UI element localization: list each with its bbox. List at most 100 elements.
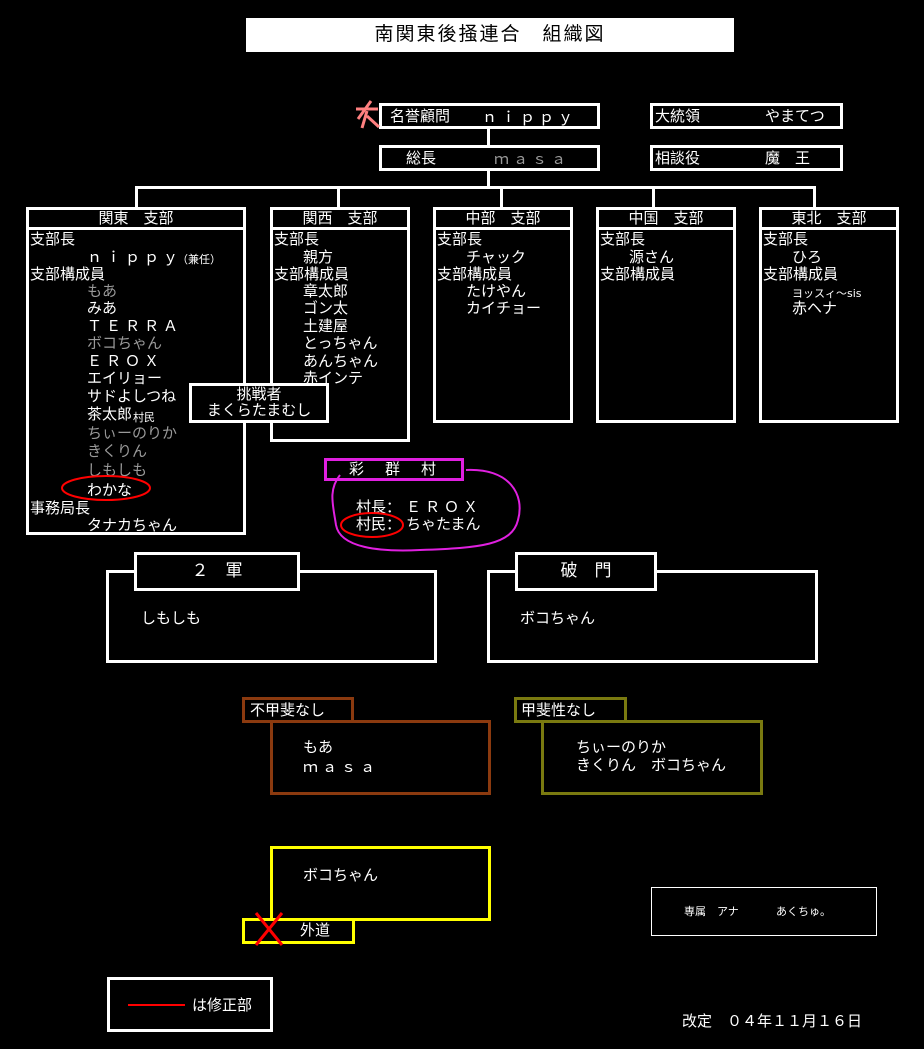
chugoku-leader-label: 支部長 <box>600 230 646 248</box>
honorary-name: ｎｉｐｐｙ <box>482 108 578 126</box>
kansai-member: とっちゃん <box>303 334 378 352</box>
tohoku-members-label: 支部構成員 <box>763 265 839 283</box>
legend-red-line <box>128 1004 185 1006</box>
tohoku-leader: ひろ <box>792 248 823 266</box>
hamon-member: ボコちゃん <box>520 609 596 627</box>
advisor-label: 相談役 <box>655 149 701 167</box>
fukaihi-member: ｍａｓａ <box>303 758 380 776</box>
chubu-leader: チャック <box>466 248 526 266</box>
kansai-leader: 親方 <box>303 248 334 266</box>
village-resident-label: 村民： <box>356 515 402 533</box>
kanto-member-note: 村民 <box>133 411 155 424</box>
correction-mark-icon <box>356 100 381 129</box>
connector <box>337 186 340 207</box>
chubu-members-label: 支部構成員 <box>437 265 513 283</box>
kanto-member: ボコちゃん <box>87 334 163 352</box>
kanto-office: タナカちゃん <box>87 516 178 534</box>
president-label: 大統領 <box>655 107 701 125</box>
chief-box: 総長 ｍａｓａ <box>379 145 600 171</box>
president-name: やまてつ <box>765 107 825 125</box>
chief-label: 総長 <box>406 149 437 167</box>
kanto-office-label: 事務局長 <box>30 499 91 517</box>
kansai-member: 土建屋 <box>303 317 349 335</box>
village-header: 彩 群 村 <box>324 458 464 481</box>
connector <box>487 171 490 188</box>
fukaihi-header: 不甲斐なし <box>242 697 354 723</box>
kanto-member: みあ <box>87 299 118 317</box>
kanto-member: 茶太郎 <box>87 405 133 423</box>
kanto-member: しもしも <box>87 461 148 479</box>
kanto-member: ちぃーのりか <box>87 424 178 442</box>
chubu-branch-header: 中部 支部 <box>436 210 570 230</box>
kanto-member: もあ <box>87 282 118 300</box>
chief-name: ｍａｓａ <box>494 150 571 168</box>
tohoku-member: ヨッスィ～sis <box>792 287 862 300</box>
connector <box>135 186 138 207</box>
tohoku-branch-header: 東北 支部 <box>762 210 896 230</box>
kanto-branch-box: 関東 支部 支部長 ｎｉｐｐｙ （兼任） 支部構成員 もあ みあ ＴＥＲＲＡ ボ… <box>26 207 246 535</box>
chubu-branch-box: 中部 支部 支部長 チャック 支部構成員 たけやん カイチョー <box>433 207 573 423</box>
gedo-header-label: 外道 <box>300 921 331 939</box>
village-resident: ちゃたまん <box>406 515 481 533</box>
army2-header: ２ 軍 <box>134 552 300 591</box>
kanto-member: ＴＥＲＲＡ <box>87 317 183 335</box>
village-chief-label: 村長： <box>356 498 402 516</box>
advisor-box: 相談役 魔 王 <box>650 145 843 171</box>
hamon-header: 破 門 <box>515 552 657 591</box>
connector <box>652 186 655 207</box>
kansai-member: 章太郎 <box>303 282 349 300</box>
kaihisei-member: ちぃーのりか <box>576 738 667 756</box>
kaihisei-member: きくりん ボコちゃん <box>576 756 727 774</box>
fukaihi-box: もあ ｍａｓａ <box>270 720 491 795</box>
president-box: 大統領 やまてつ <box>650 103 843 129</box>
connector <box>813 186 816 207</box>
revised-date: 改定 ０４年１１月１６日 <box>682 1012 863 1030</box>
chugoku-members-label: 支部構成員 <box>600 265 676 283</box>
army2-member: しもしも <box>141 609 202 627</box>
chugoku-leader: 源さん <box>629 248 675 266</box>
kanto-leader-label: 支部長 <box>30 230 76 248</box>
chugoku-branch-header: 中国 支部 <box>599 210 733 230</box>
kansai-members-label: 支部構成員 <box>274 265 350 283</box>
announcer-box: 専属 アナ あくちゅ。 <box>651 887 877 936</box>
tohoku-leader-label: 支部長 <box>763 230 809 248</box>
kanto-leader-note: （兼任） <box>177 253 221 266</box>
challenger-name: まくらたまむし <box>206 401 312 419</box>
kanto-members-label: 支部構成員 <box>30 265 106 283</box>
tohoku-member: 赤ヘナ <box>792 299 838 317</box>
challenger-box: 挑戦者 まくらたまむし <box>189 383 329 423</box>
kansai-member: 赤インテ <box>303 369 364 387</box>
fukaihi-member: もあ <box>303 738 334 756</box>
resident-circle <box>340 512 404 538</box>
kaihisei-header: 甲斐性なし <box>514 697 627 723</box>
chubu-leader-label: 支部長 <box>437 230 483 248</box>
legend-text: は修正部 <box>192 996 253 1014</box>
advisor-name: 魔 王 <box>765 149 811 167</box>
gedo-box: ボコちゃん <box>270 846 491 921</box>
honorary-label: 名誉顧問 <box>390 107 451 125</box>
kansai-member: ゴン太 <box>303 299 349 317</box>
village-chief: ＥＲＯＸ <box>406 498 483 516</box>
kaihisei-box: ちぃーのりか きくりん ボコちゃん <box>541 720 763 795</box>
chubu-member: カイチョー <box>466 299 542 317</box>
kanto-branch-header: 関東 支部 <box>29 210 243 230</box>
kanto-leader: ｎｉｐｐｙ <box>87 248 183 266</box>
gedo-member: ボコちゃん <box>303 866 379 884</box>
page-title: 南関東後掻連合 組織図 <box>246 18 734 52</box>
village-outline <box>331 468 521 552</box>
kanto-member: わかな <box>87 481 133 499</box>
kansai-member: あんちゃん <box>303 352 379 370</box>
announcer-name: あくちゅ。 <box>776 905 831 918</box>
connector <box>500 186 503 207</box>
challenger-label: 挑戦者 <box>236 385 282 403</box>
announcer-label: 専属 アナ <box>684 905 739 918</box>
connector <box>487 129 490 145</box>
chubu-member: たけやん <box>466 282 527 300</box>
honorary-advisor-box: 名誉顧問 ｎｉｐｐｙ <box>379 103 600 129</box>
legend-box: は修正部 <box>107 977 273 1032</box>
chugoku-branch-box: 中国 支部 支部長 源さん 支部構成員 <box>596 207 736 423</box>
kansai-leader-label: 支部長 <box>274 230 320 248</box>
kanto-member: きくりん <box>87 442 148 460</box>
cross-out-icon <box>254 912 284 946</box>
